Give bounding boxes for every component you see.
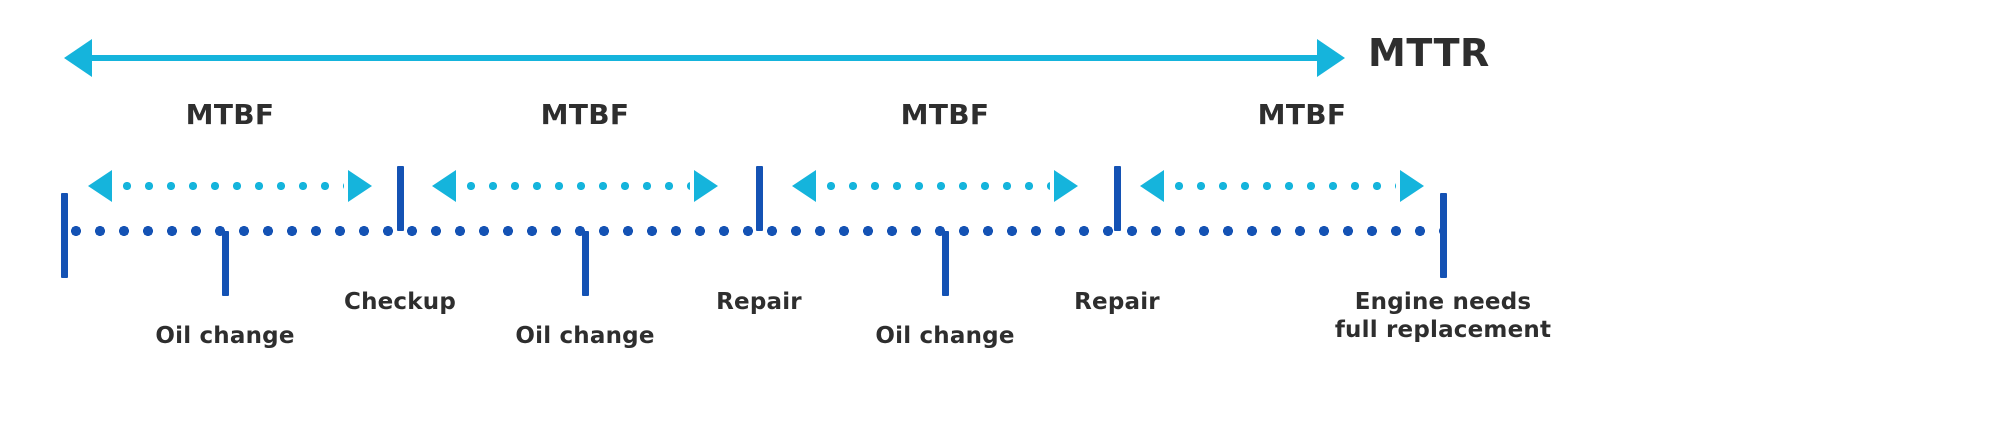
event-label-repair-2: Repair	[1074, 289, 1160, 315]
mtbf-dotted-line	[820, 182, 1050, 190]
mtbf-left-arrowhead-icon	[792, 170, 816, 202]
mtbf-left-arrowhead-icon	[432, 170, 456, 202]
tick-checkup	[397, 166, 404, 231]
main-timeline	[64, 226, 1443, 236]
mtbf-dotted-line	[116, 182, 344, 190]
mttr-label: MTTR	[1368, 31, 1490, 75]
mtbf-label: MTBF	[1257, 98, 1347, 131]
mtbf-left-arrowhead-icon	[1140, 170, 1164, 202]
event-label-repair-1: Repair	[716, 289, 802, 315]
tick-repair-2	[1114, 166, 1121, 231]
mtbf-label: MTBF	[900, 98, 990, 131]
mtbf-right-arrowhead-icon	[348, 170, 372, 202]
event-label-oil-change-1: Oil change	[155, 323, 295, 349]
mttr-left-arrowhead-icon	[64, 39, 92, 77]
event-label-engine-replacement: Engine needs full replacement	[1334, 289, 1552, 344]
mttr-right-arrowhead-icon	[1317, 39, 1345, 77]
mtbf-right-arrowhead-icon	[694, 170, 718, 202]
tick-timeline-start	[61, 193, 68, 278]
tick-oil-change-1	[222, 231, 229, 296]
event-label-checkup: Checkup	[343, 289, 457, 315]
mttr-line	[91, 55, 1318, 61]
mtbf-label: MTBF	[185, 98, 275, 131]
event-label-oil-change-2: Oil change	[515, 323, 655, 349]
tick-repair-1	[756, 166, 763, 231]
mtbf-left-arrowhead-icon	[88, 170, 112, 202]
mtbf-dotted-line	[1168, 182, 1396, 190]
tick-timeline-end	[1440, 193, 1447, 278]
mtbf-right-arrowhead-icon	[1400, 170, 1424, 202]
mtbf-dotted-line	[460, 182, 690, 190]
tick-oil-change-3	[942, 231, 949, 296]
event-label-oil-change-3: Oil change	[875, 323, 1015, 349]
mtbf-right-arrowhead-icon	[1054, 170, 1078, 202]
tick-oil-change-2	[582, 231, 589, 296]
mtbf-label: MTBF	[540, 98, 630, 131]
